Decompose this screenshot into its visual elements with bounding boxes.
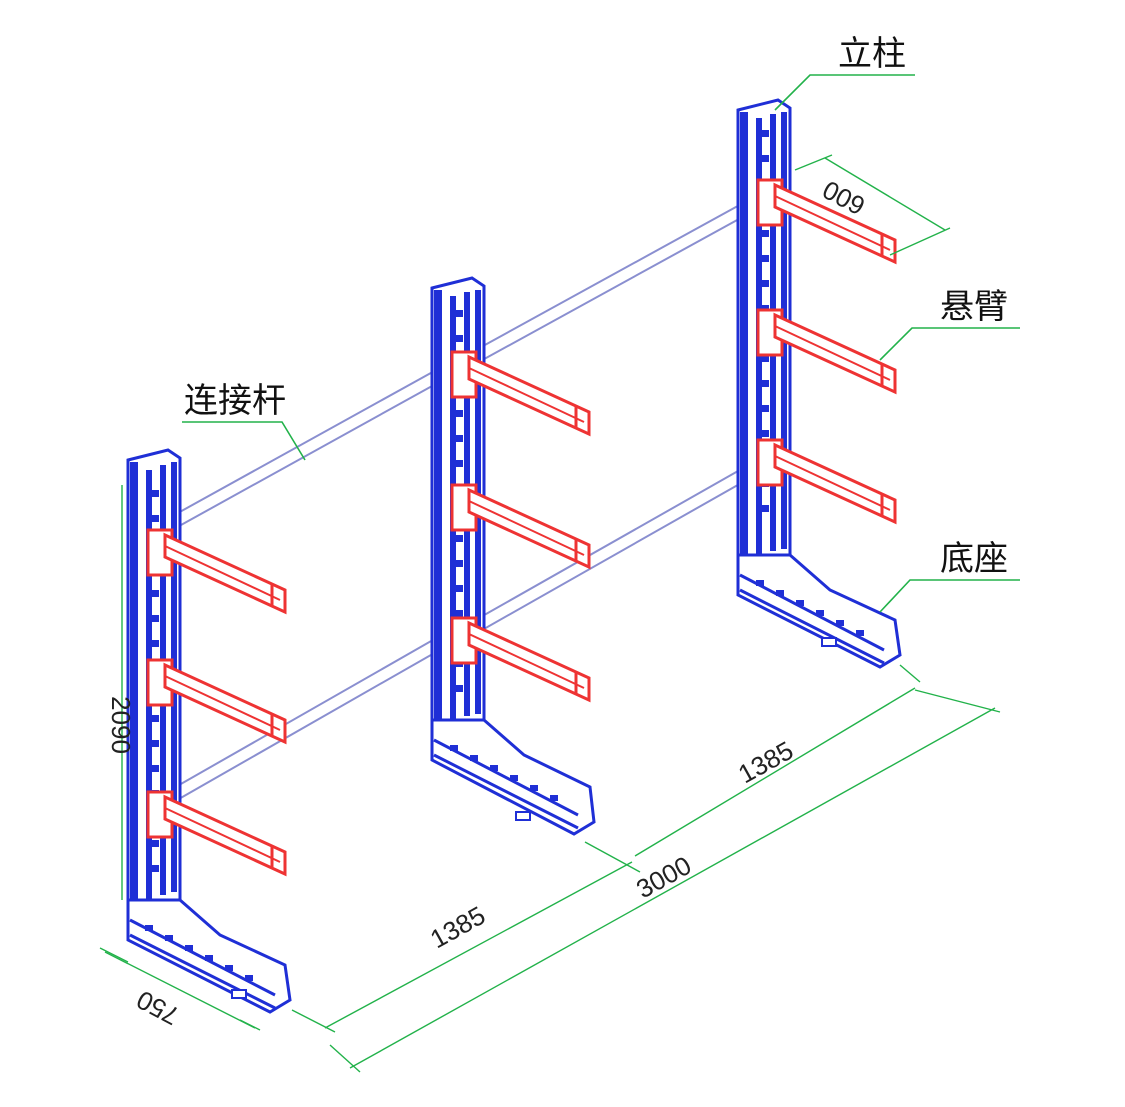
base-left [126,898,292,1014]
dim-total-length: 3000 [631,850,696,904]
dim-height: 2090 [106,696,136,754]
arms-left [146,528,287,877]
arm-left-middle [146,658,287,745]
dim-base-depth: 750 [132,985,184,1032]
connecting-rods [158,198,759,807]
base-leader [879,579,1020,613]
label-base: 底座 [940,539,1008,579]
rod-leader [182,421,306,461]
arms-right [756,178,897,525]
dim-bay-right: 1385 [733,735,798,789]
arms-middle [450,350,591,703]
dim-bay-left: 1385 [425,900,490,954]
connecting-rod-upper-left [158,365,452,534]
arm-left-bottom [146,790,287,877]
callout-leaders [182,74,1020,613]
arm-middle-bottom [450,616,591,703]
label-arm: 悬臂 [940,287,1008,327]
arm-middle-top [450,350,591,437]
arm-right-middle [756,308,897,395]
connecting-rod-upper-right [463,198,759,367]
column-leader [774,74,915,111]
dimension-lines [99,154,1001,1073]
arm-right-top [756,178,897,265]
arm-left-top [146,528,287,615]
arm-right-bottom [756,438,897,525]
connecting-rod-lower-left [158,633,452,807]
base-middle [430,718,596,836]
label-connecting-rod: 连接杆 [184,381,286,421]
arm-leader [879,327,1020,361]
arm-middle-middle [450,483,591,570]
connecting-rod-lower-right [463,463,759,637]
label-column: 立柱 [838,34,906,74]
base-right [736,553,902,669]
